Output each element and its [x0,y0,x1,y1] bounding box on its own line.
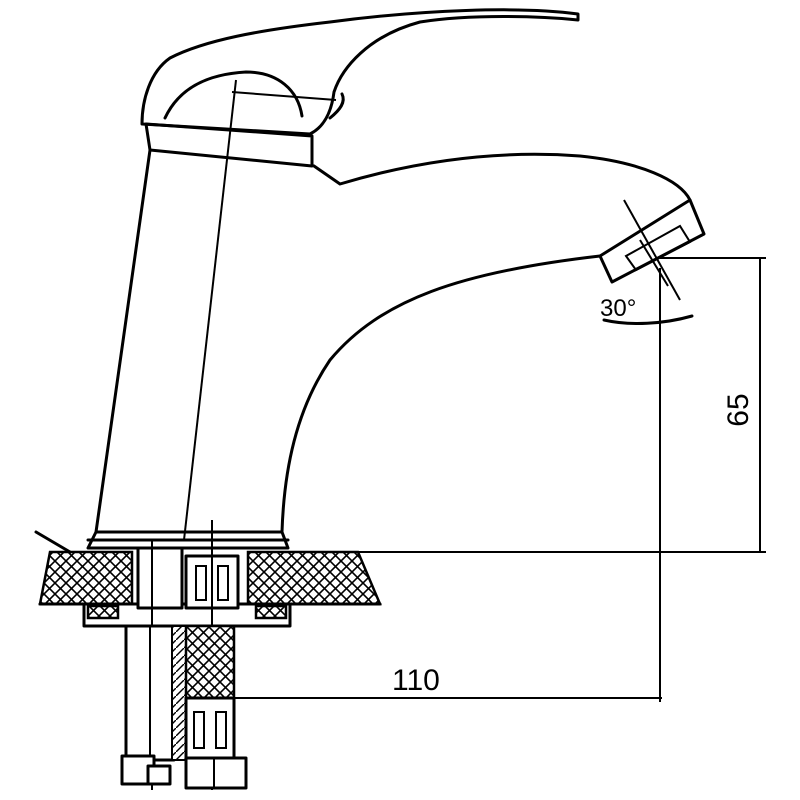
angle-arc [602,314,694,325]
threaded-stud-slot-2 [217,565,229,601]
leader-line [34,530,72,554]
aerator-cross-line [639,239,669,287]
mounting-washer-right [254,604,288,620]
lever-collar-curve [328,92,345,120]
lever-outline [140,8,580,136]
fitting-right [184,756,248,790]
body-cap-band [144,122,314,168]
shank-assembly [136,520,240,790]
lever-axis-line [231,91,337,101]
hose-right-slot-2 [215,711,227,749]
faucet-body-outline [94,148,692,534]
aerator-axis-line [623,199,681,301]
aerator [598,198,706,301]
hose-right-slot-1 [193,711,205,749]
body-base-flare [86,530,290,550]
lever-handle [140,8,580,136]
countertop-left [38,550,134,606]
hose-right-mesh [184,624,236,700]
reach-label: 110 [392,664,440,697]
lever-inner-curve [163,70,304,120]
aerator-inner [624,224,692,272]
hose-fittings [120,754,248,790]
mounting-washer-left [86,604,120,620]
height-dimension: 65 [290,257,766,553]
threaded-stud-slot-1 [195,565,207,601]
reach-dimension: 110 [212,268,662,702]
fitting-left-nut [146,764,172,786]
countertop-right [246,550,382,606]
body-center-line [183,79,237,541]
height-label: 65 [722,393,755,426]
shank-tube [136,546,184,610]
angle-label: 30° [600,295,636,322]
supply-hoses [124,624,236,762]
